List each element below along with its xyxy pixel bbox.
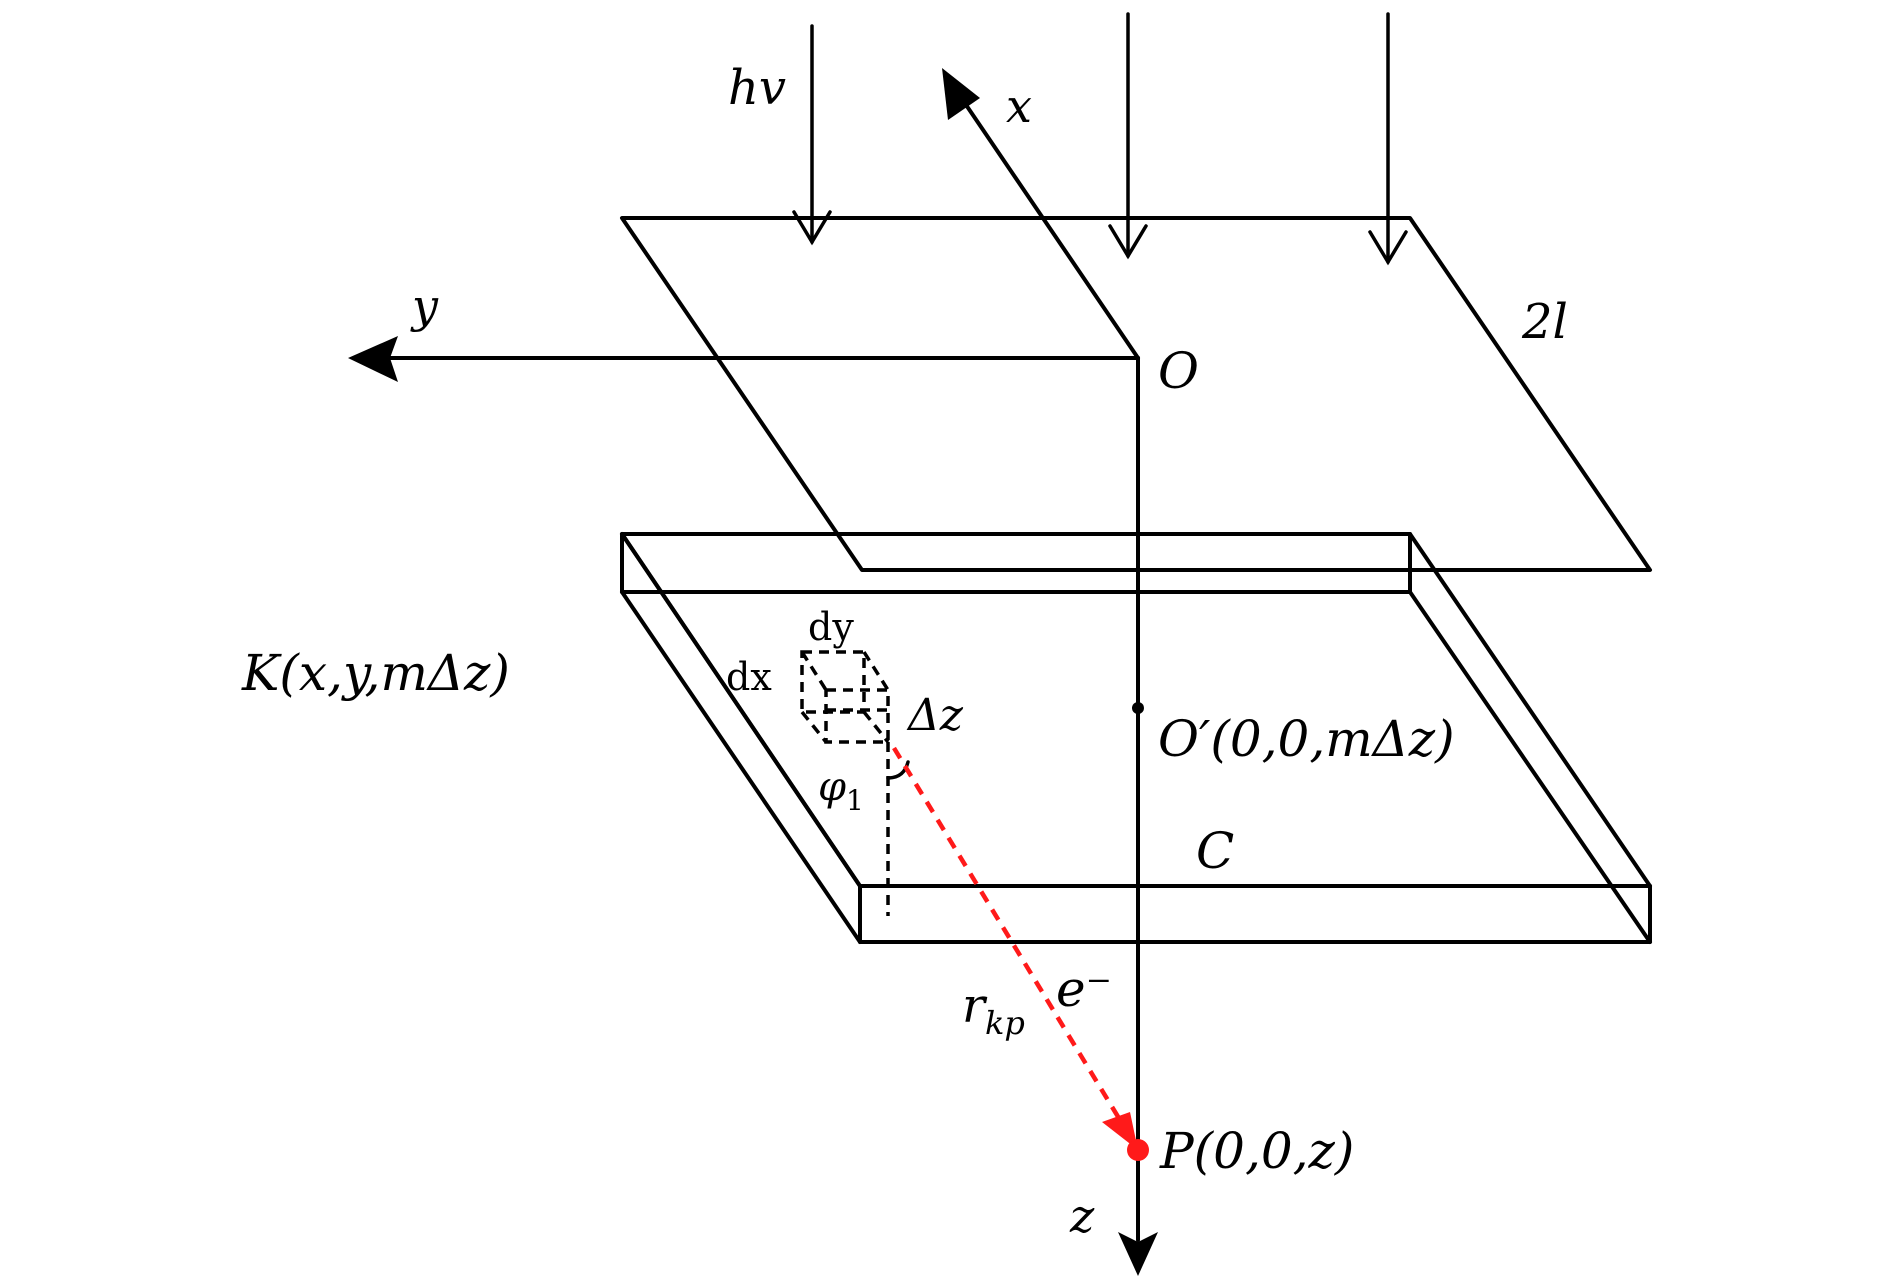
electron-label: e⁻ — [1056, 960, 1112, 1018]
dy-label: dy — [808, 605, 854, 649]
point-k-label: K(x,y,mΔz) — [241, 644, 510, 702]
phi-subscript: 1 — [846, 784, 864, 817]
point-p-label: P(0,0,z) — [1159, 1122, 1354, 1180]
distance-label: rkp — [962, 978, 1025, 1042]
origin-prime-label: O′(0,0,mΔz) — [1158, 710, 1455, 768]
x-axis — [942, 68, 1140, 360]
electron-path — [892, 746, 1138, 1150]
phi-label: φ1 — [818, 764, 864, 817]
origin-label: O — [1158, 342, 1199, 400]
volume-element — [800, 650, 890, 744]
incident-light-rays — [792, 12, 1408, 266]
top-surface-plane — [620, 216, 1652, 572]
origin-prime-point — [1132, 702, 1144, 714]
dz-label: Δz — [906, 690, 964, 741]
photon-label: hv — [728, 60, 786, 116]
y-axis — [348, 336, 1140, 382]
layer-slab — [620, 532, 1652, 944]
dx-label: dx — [726, 655, 772, 699]
layer-label: C — [1196, 822, 1234, 880]
width-label: 2l — [1521, 294, 1568, 350]
x-axis-label: x — [1006, 79, 1032, 133]
point-p-marker — [1127, 1139, 1149, 1161]
angle-arc — [886, 760, 910, 780]
z-axis-label: z — [1069, 1189, 1095, 1243]
y-axis-label: y — [410, 279, 439, 333]
distance-subscript: kp — [985, 1004, 1025, 1042]
z-axis — [1118, 356, 1158, 1276]
